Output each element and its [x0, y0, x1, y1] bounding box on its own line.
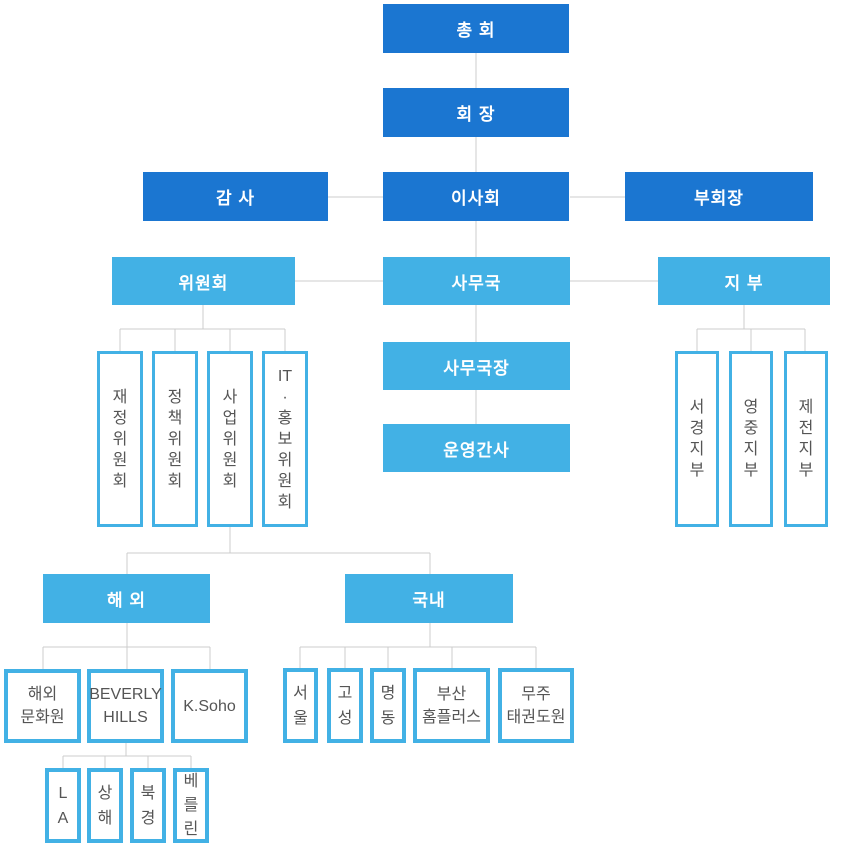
- node-beijing: 북 경: [130, 768, 166, 843]
- node-shanghai: 상 해: [87, 768, 123, 843]
- node-muju-taekwondowon: 무주 태권도원: [498, 668, 574, 743]
- node-domestic: 국내: [345, 574, 513, 623]
- node-policy-committee: 정 책 위 원 회: [152, 351, 198, 527]
- node-auditor: 감 사: [143, 172, 328, 221]
- node-branch: 지 부: [658, 257, 830, 305]
- node-beverly-hills: BEVERLY HILLS: [87, 669, 164, 743]
- node-seoul: 서 울: [283, 668, 318, 743]
- node-board-of-directors: 이사회: [383, 172, 569, 221]
- node-vice-chairman: 부회장: [625, 172, 813, 221]
- node-general-assembly: 총 회: [383, 4, 569, 53]
- node-business-committee: 사 업 위 원 회: [207, 351, 253, 527]
- node-seogyeong-branch: 서 경 지 부: [675, 351, 719, 527]
- node-goseong: 고 성: [327, 668, 363, 743]
- node-k-soho: K.Soho: [171, 669, 248, 743]
- node-secretariat: 사무국: [383, 257, 570, 305]
- node-myeongdong: 명 동: [370, 668, 406, 743]
- node-yeongjung-branch: 영 중 지 부: [729, 351, 773, 527]
- node-busan-homeplus: 부산 홈플러스: [413, 668, 490, 743]
- node-committee: 위원회: [112, 257, 295, 305]
- node-secretary-general: 사무국장: [383, 342, 570, 390]
- node-finance-committee: 재 정 위 원 회: [97, 351, 143, 527]
- node-chairman: 회 장: [383, 88, 569, 137]
- node-it-pr-committee: IT · 홍 보 위 원 회: [262, 351, 308, 527]
- node-la: L A: [45, 768, 81, 843]
- node-berlin: 베 를 린: [173, 768, 209, 843]
- node-jejeon-branch: 제 전 지 부: [784, 351, 828, 527]
- node-operations-manager: 운영간사: [383, 424, 570, 472]
- node-overseas: 해 외: [43, 574, 210, 623]
- node-overseas-cultural-center: 해외 문화원: [4, 669, 81, 743]
